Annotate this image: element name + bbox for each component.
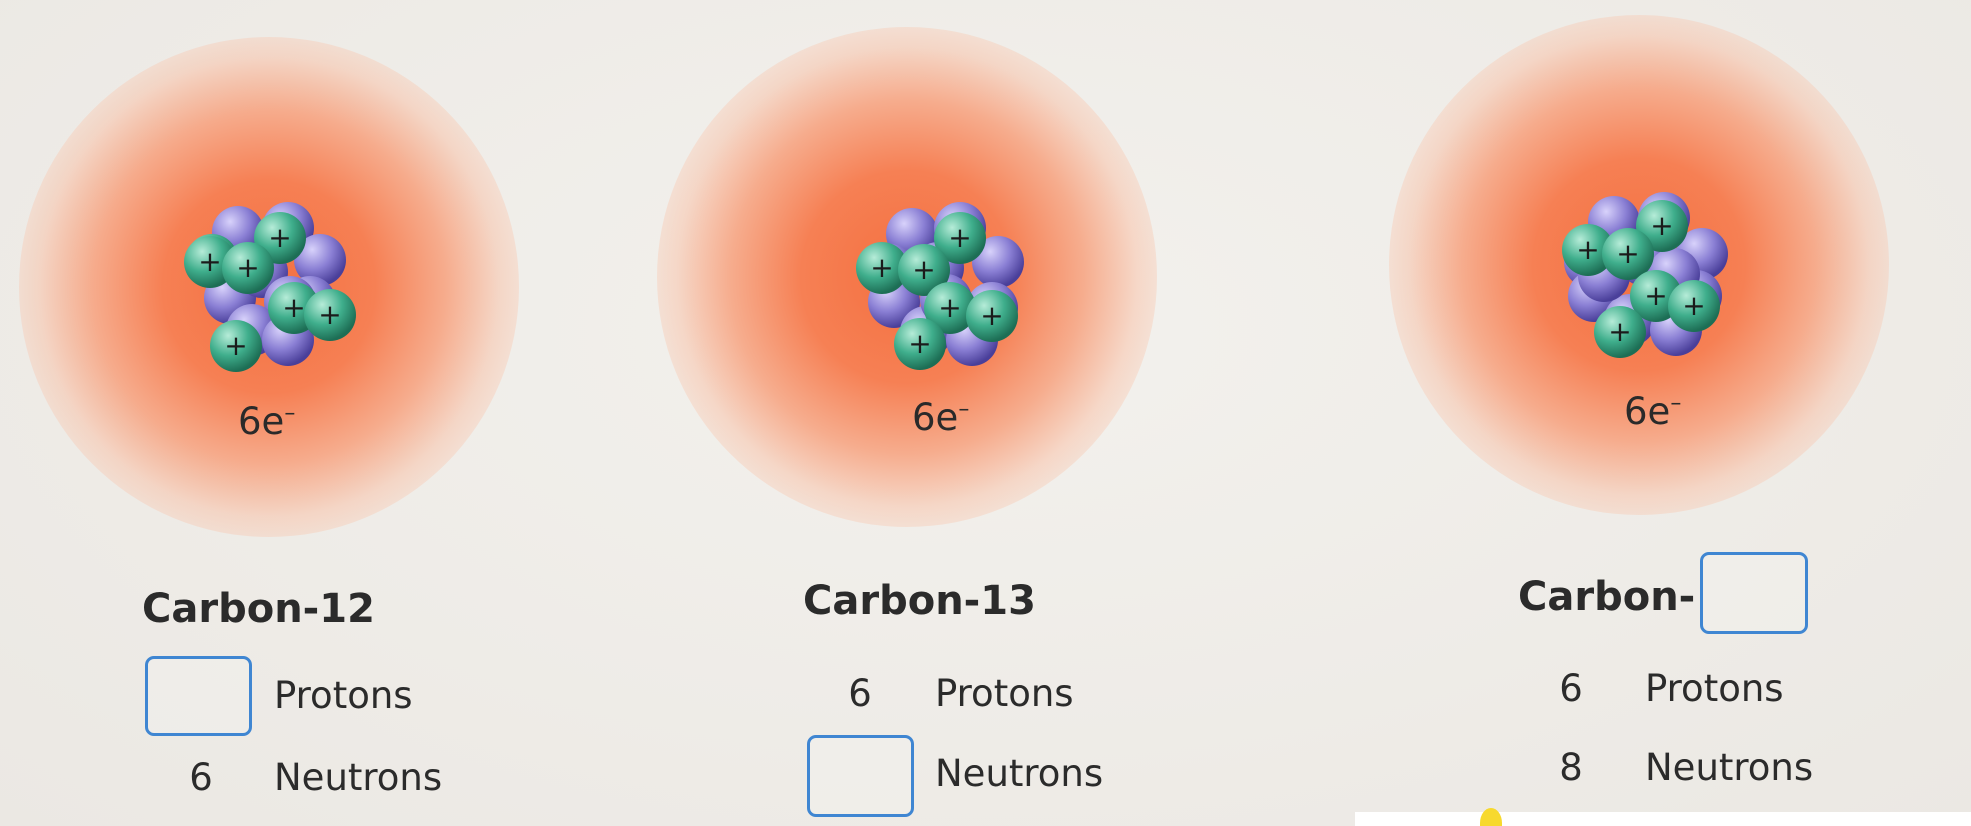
electron-count-label: 6e–	[912, 396, 970, 439]
proton-sphere	[222, 242, 274, 294]
neutron-sphere	[294, 234, 346, 286]
protons-count: 6	[848, 672, 872, 715]
protons-answer-box[interactable]	[145, 656, 252, 736]
proton-plus-sign: +	[938, 291, 961, 324]
neutrons-count: 6	[189, 756, 213, 799]
protons-count: 6	[1559, 667, 1583, 710]
isotope-panel-carbon-13: ++++++ 6e– Carbon-13 6 Protons Neutrons	[657, 0, 1314, 826]
proton-plus-sign: +	[1682, 289, 1705, 322]
electron-count-label: 6e–	[1624, 390, 1682, 433]
nucleus: +++++++	[184, 202, 356, 372]
proton-sphere	[1562, 224, 1614, 276]
proton-plus-sign: +	[1644, 279, 1667, 312]
neutrons-answer-box[interactable]	[807, 735, 914, 817]
nucleus: ++++++	[856, 202, 1024, 370]
isotope-name: Carbon-	[1518, 574, 1696, 620]
proton-sphere	[304, 289, 356, 341]
proton-plus-sign: +	[870, 251, 893, 284]
proton-plus-sign: +	[1650, 209, 1673, 242]
proton-sphere	[1602, 228, 1654, 280]
proton-plus-sign: +	[948, 221, 971, 254]
proton-plus-sign: +	[224, 329, 247, 362]
neutrons-label: Neutrons	[274, 756, 443, 799]
proton-plus-sign: +	[236, 251, 259, 284]
isotope-name: Carbon-13	[803, 578, 1036, 624]
proton-plus-sign: +	[980, 299, 1003, 332]
proton-sphere	[1594, 306, 1646, 358]
neutrons-label: Neutrons	[1645, 746, 1814, 789]
proton-sphere	[856, 242, 908, 294]
proton-sphere	[898, 244, 950, 296]
yellow-tab-marker	[1480, 808, 1502, 826]
neutrons-count: 8	[1559, 746, 1583, 789]
proton-plus-sign: +	[198, 245, 221, 278]
protons-label: Protons	[274, 674, 413, 717]
proton-sphere	[210, 320, 262, 372]
nucleus: ++++++	[1562, 192, 1728, 358]
proton-plus-sign: +	[908, 327, 931, 360]
proton-plus-sign: +	[282, 291, 305, 324]
proton-plus-sign: +	[318, 298, 341, 331]
proton-sphere	[924, 282, 976, 334]
proton-sphere	[934, 212, 986, 264]
isotope-panel-carbon-12: +++++++ 6e– Carbon-12 Protons 6 Neutrons	[0, 0, 657, 826]
proton-plus-sign: +	[1616, 237, 1639, 270]
proton-plus-sign: +	[268, 221, 291, 254]
proton-plus-sign: +	[1576, 233, 1599, 266]
proton-plus-sign: +	[912, 253, 935, 286]
electron-count-label: 6e–	[238, 400, 296, 443]
neutron-sphere	[972, 236, 1024, 288]
proton-sphere	[966, 290, 1018, 342]
proton-sphere	[1668, 280, 1720, 332]
neutrons-label: Neutrons	[935, 752, 1104, 795]
isotope-name: Carbon-12	[142, 586, 375, 632]
isotope-panel-carbon-unknown: ++++++ 6e– Carbon- 6 Protons 8 Neutrons	[1314, 0, 1971, 826]
protons-label: Protons	[935, 672, 1074, 715]
mass-number-answer-box[interactable]	[1700, 552, 1808, 634]
page-edge	[1355, 812, 1971, 826]
proton-plus-sign: +	[1608, 315, 1631, 348]
protons-label: Protons	[1645, 667, 1784, 710]
proton-sphere	[894, 318, 946, 370]
